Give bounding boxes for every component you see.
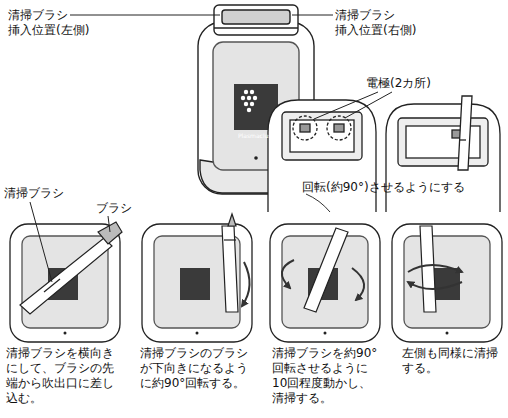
rotation-arrow [242, 194, 462, 306]
cleaning-brush [228, 214, 236, 226]
cleaning-brush [20, 214, 436, 314]
step-caption: 清掃ブラシを約90° 回転させるように 10回程度動かし、 清掃する。 [272, 346, 394, 406]
insert-position-label: 清掃ブラシ 挿入位置(右側) [335, 8, 435, 38]
device-front [250, 90, 254, 94]
device-step [324, 332, 327, 335]
rotation-arrow [408, 282, 462, 289]
instruction-note: 回転(約90°)させるようにする [302, 180, 465, 195]
device-front [247, 108, 251, 112]
part-label: 清掃ブラシ [4, 186, 64, 201]
part-label: ブラシ [96, 201, 132, 216]
electrode-closeup [282, 112, 362, 160]
insert-position-label: 清掃ブラシ 挿入位置(左側) [8, 8, 108, 38]
step-caption: 清掃ブラシのブラシ が下向きになるよう に約90°回転する。 [140, 346, 262, 391]
leader-line [108, 216, 110, 232]
device-front [214, 5, 298, 35]
device-front [244, 102, 248, 106]
device-step [446, 332, 449, 335]
device-front [254, 156, 258, 160]
device-step [10, 224, 120, 342]
electrode-closeup [458, 96, 472, 170]
electrode-closeup [386, 104, 500, 212]
step-caption: 清掃ブラシを横向き にして、ブラシの先 端から吹出口に差し 込む。 [6, 346, 128, 406]
device-step [142, 224, 252, 342]
electrode-closeup [327, 116, 351, 140]
rotation-arrow [242, 262, 250, 306]
electrode-closeup [293, 116, 317, 140]
leader-line [292, 15, 333, 16]
electrode-closeup [290, 120, 354, 152]
rotation-arrow [408, 265, 462, 272]
device-front [222, 10, 290, 24]
rotation-arrow [282, 260, 294, 288]
cleaning-brush [304, 228, 348, 312]
electrode-closeup [398, 118, 488, 166]
device-step [10, 224, 502, 342]
device-step [270, 224, 380, 342]
device-front [214, 27, 298, 28]
device-front [241, 96, 245, 100]
leader-line [30, 202, 52, 282]
device-step [404, 236, 490, 328]
electrode-closeup [345, 92, 392, 118]
electrode-closeup [334, 124, 344, 132]
logo-text: Plasmacluster [238, 132, 280, 140]
cleaning-brush [420, 226, 436, 312]
rotation-arrow [306, 194, 330, 212]
leader-line [70, 15, 333, 16]
cleaning-brush [20, 238, 112, 314]
device-step [196, 332, 199, 335]
cleaning-brush [98, 222, 122, 244]
electrode-closeup [460, 139, 466, 140]
electrode-closeup [300, 124, 310, 132]
device-front [244, 90, 248, 94]
step-caption: 左側も同様に清掃 する。 [402, 346, 506, 376]
device-front [241, 90, 257, 112]
device-step [64, 332, 67, 335]
rotation-arrow [352, 268, 364, 300]
electrode-closeup [386, 96, 500, 212]
device-front [253, 96, 257, 100]
device-front [250, 102, 254, 106]
cleaning-brush [222, 226, 238, 312]
device-front [247, 96, 251, 100]
device-step [180, 268, 210, 300]
leader-line [70, 15, 220, 16]
cleaning-brush [224, 239, 236, 240]
device-step [392, 224, 502, 342]
electrode-closeup [268, 100, 376, 212]
part-label: 電極(2カ所) [366, 76, 431, 91]
